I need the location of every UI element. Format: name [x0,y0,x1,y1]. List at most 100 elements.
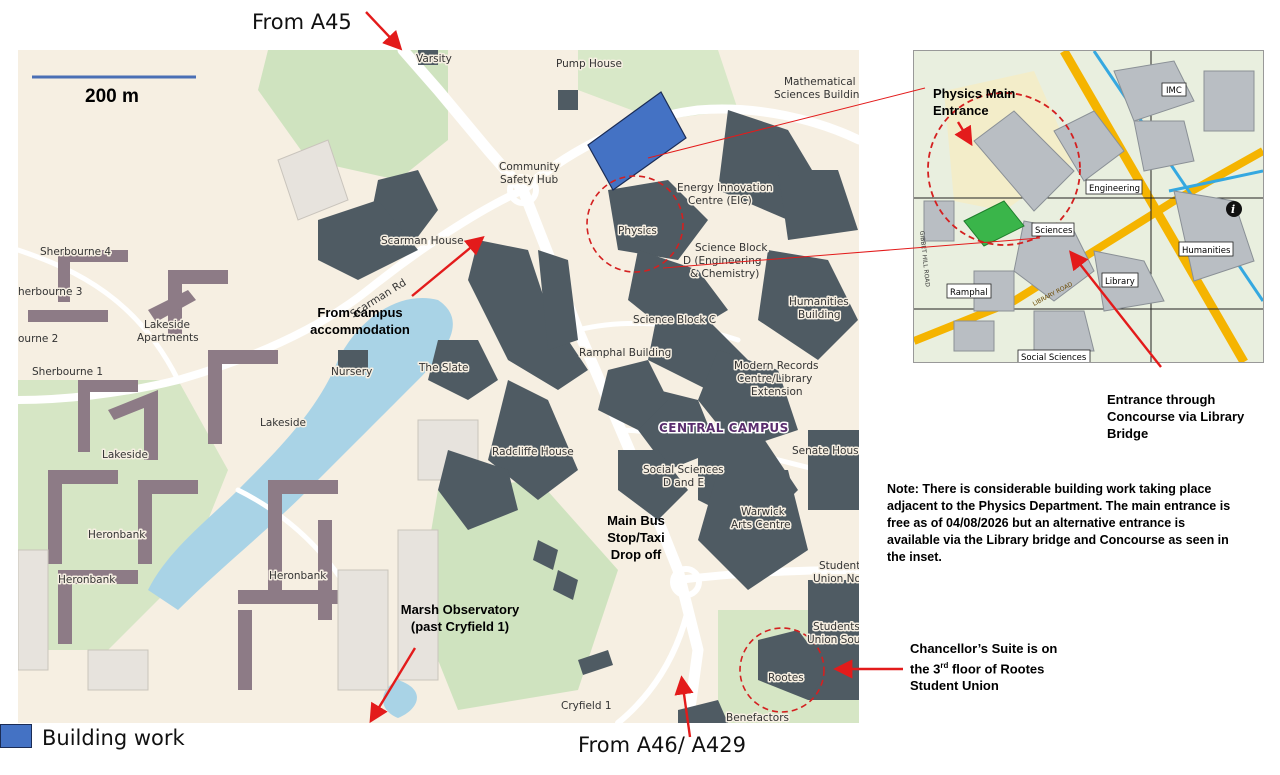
light-buildings [18,139,479,691]
bus-stop-line1: Main Bus [607,513,665,528]
inset-label-engineering: Engineering [1089,184,1140,194]
marsh-observatory-label: Marsh Observatory (past Cryfield 1) [380,601,540,635]
chancellor-line3: Student Union [910,678,999,694]
residences [28,250,358,690]
inset-box-humanities [1178,241,1234,257]
note-line1: Note: There is considerable building wor… [887,482,1212,496]
label-student-union-s: Students [813,621,859,633]
inset-label-social-sciences: Social Sciences [1021,353,1087,362]
label-varsity: Varsity [416,53,452,65]
label-nursery: Nursery [331,366,372,378]
label-scarman: Scarman House [381,235,464,247]
inset-label-imc: IMC [1166,86,1182,96]
inset-label-sciences: Sciences [1035,226,1073,236]
label-senate: Senate House [792,445,859,457]
label-eic-1: Energy Innovation [677,182,773,194]
label-student-union-s2: Union Sou [807,634,859,646]
label-modern-3: Extension [751,386,803,398]
park-south [418,480,618,710]
inset-label-ramphal: Ramphal [950,288,988,298]
label-slate: The Slate [418,362,468,374]
inset-label-library: Library [1105,277,1135,287]
label-heronbank-1: Heronbank [88,529,146,541]
label-benefactors: Benefactors [726,712,789,723]
label-heronbank-3: Heronbank [269,570,327,582]
inset-box-imc [1161,82,1187,97]
from-campus-line2: accommodation [310,322,410,337]
label-sbd-2: D (Engineering [683,255,762,267]
label-arts-1: Warwick [741,506,786,518]
chancellor-line1: Chancellor’s Suite is on [910,641,1058,656]
label-sbd-3: & Chemistry) [690,268,759,280]
physics-highlight-circle [586,175,684,273]
label-math-1: Mathematical [784,76,856,88]
from-a45-label: From A45 [252,10,352,34]
legend-label: Building work [42,726,185,750]
lake [148,298,453,610]
label-sherbourne-3: herbourne 3 [18,286,82,298]
inset-physics-entrance-line2: Entrance [933,103,989,118]
note-line4: available via the Library bridge and Con… [887,533,1229,547]
label-socsci-2: D and E [663,477,704,489]
inset-cycle-path-2 [1168,169,1263,193]
inset-graphic: IMC Engineering Sciences Humanities Libr… [914,51,1263,362]
bus-stop-label: Main Bus Stop/Taxi Drop off [589,512,683,563]
label-humanities-1: Humanities [789,296,849,308]
chancellor-line2: the 3rd floor of Rootes [910,657,1090,677]
bus-stop-line2: Stop/Taxi [607,530,665,545]
info-icon [1226,201,1242,217]
bus-stop-line3: Drop off [610,547,662,562]
library-bridge-line2: Concourse via Library [1107,409,1245,424]
library-bridge-label: Entrance through Concourse via Library B… [1107,391,1267,442]
label-heronbank-2: Heronbank [58,574,116,586]
label-sherbourne-2: ourne 2 [18,333,58,345]
info-icon-glyph: i [1231,203,1235,216]
label-lakeside-west: Lakeside [102,449,148,461]
label-community-1: Community [499,161,560,173]
label-lakeside-apts-1: Lakeside [144,319,190,331]
label-physics: Physics [618,225,657,237]
note-line5: the inset. [887,550,942,564]
chancellor-line2b: floor of Rootes [948,661,1045,677]
inset-buildings [923,60,1255,352]
label-student-union-n: Student [819,560,859,572]
inset-physics-entrance-line1: Physics Main [933,86,1016,101]
inset-physics-entrance-label: Physics Main Entrance [933,85,1015,119]
library-bridge-line3: Bridge [1107,426,1149,441]
note-line2: adjacent to the Physics Department. The … [887,499,1231,513]
inset-box-ramphal [946,283,992,299]
physics-inset-map[interactable]: IMC Engineering Sciences Humanities Libr… [913,50,1264,363]
from-a46-label: From A46/ A429 [578,733,746,757]
marsh-line2: (past Cryfield 1) [410,619,510,634]
label-rootes: Rootes [768,672,804,684]
label-sbc: Science Block C [633,314,716,326]
label-humanities-2: Building [798,309,841,321]
label-radcliffe: Radcliffe House [492,446,574,458]
inset-label-humanities: Humanities [1182,246,1231,256]
park-north [258,50,448,180]
scale-label: 200 m [85,86,139,107]
label-pump-house: Pump House [556,58,622,70]
chancellor-suite-label: Chancellor’s Suite is on the 3rd floor o… [910,640,1090,694]
label-ramphal: Ramphal Building [579,347,671,359]
label-socsci-1: Social Sciences [643,464,724,476]
campus-map[interactable]: Varsity Pump House Mathematical Sciences… [18,50,859,723]
chancellor-line2-sup: rd [940,661,949,670]
label-sbd-1: Science Block [695,242,768,254]
inset-physics-circle [927,92,1081,246]
inset-box-sciences [1031,222,1075,237]
label-sherbourne-1: Sherbourne 1 [32,366,103,378]
label-central-campus: CENTRAL CAMPUS [659,421,789,435]
chancellor-line2a: the 3 [910,661,941,677]
arrow-from-a45 [365,11,403,51]
from-campus-line1: From campus [317,305,403,320]
label-community-2: Safety Hub [500,174,558,186]
library-bridge-line1: Entrance through [1107,392,1216,407]
label-sherbourne-4: Sherbourne 4 [40,246,111,258]
inset-road-gibbet [1060,51,1248,362]
marsh-line1: Marsh Observatory [400,602,520,617]
label-cryfield: Cryfield 1 [561,700,612,712]
campus-map-graphic: Varsity Pump House Mathematical Sciences… [18,50,859,723]
rootes-highlight-circle [739,627,825,713]
label-math-2: Sciences Building [774,89,859,101]
